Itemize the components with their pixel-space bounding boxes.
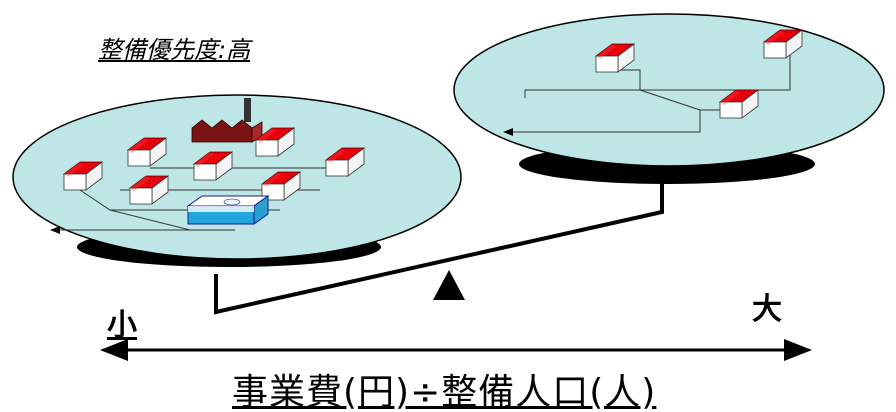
small-end-label: 小 <box>107 308 137 343</box>
treatment-plant-icon <box>186 195 270 225</box>
formula-label: 事業費(円)÷整備人口(人) <box>232 372 657 412</box>
right-tray <box>453 13 885 184</box>
triangle-fulcrum-icon <box>433 270 465 300</box>
right-outlet-arrow <box>503 128 513 136</box>
balance-beam <box>214 178 664 315</box>
large-end-label: 大 <box>752 292 782 327</box>
scale-arrow-left-head <box>100 339 128 361</box>
factory-icon <box>191 98 263 143</box>
left-tray-disk <box>12 94 462 260</box>
scale-arrow-right-head <box>784 339 812 361</box>
priority-label: 整備優先度:高 <box>98 36 251 64</box>
left-outlet-arrow <box>50 226 60 234</box>
left-tray <box>12 94 462 267</box>
